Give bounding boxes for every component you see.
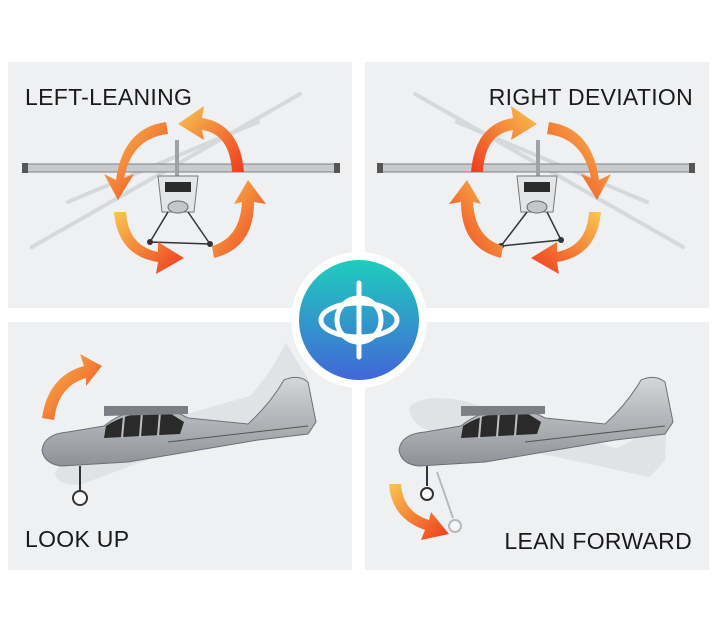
rotation-arrow-icon — [104, 106, 266, 274]
rotation-arrow-icon — [389, 484, 449, 540]
panel-right-deviation: RIGHT DEVIATION — [365, 62, 709, 308]
airplane-icon — [41, 342, 317, 506]
panel-label: LOOK UP — [25, 526, 130, 552]
panel-look-up: LOOK UP — [8, 322, 352, 570]
airplane-icon — [22, 92, 340, 249]
panel-label: RIGHT DEVIATION — [488, 84, 693, 110]
rotation-arrow-icon — [449, 106, 611, 274]
airplane-icon — [398, 376, 674, 533]
panel-label: LEFT-LEANING — [25, 84, 193, 110]
gyroscope-icon — [291, 252, 427, 388]
rotation-arrow-icon — [42, 354, 102, 420]
panel-lean-forward: LEAN FORWARD — [365, 322, 709, 570]
panel-left-leaning: LEFT-LEANING — [8, 62, 352, 308]
panel-label: LEAN FORWARD — [504, 528, 692, 554]
